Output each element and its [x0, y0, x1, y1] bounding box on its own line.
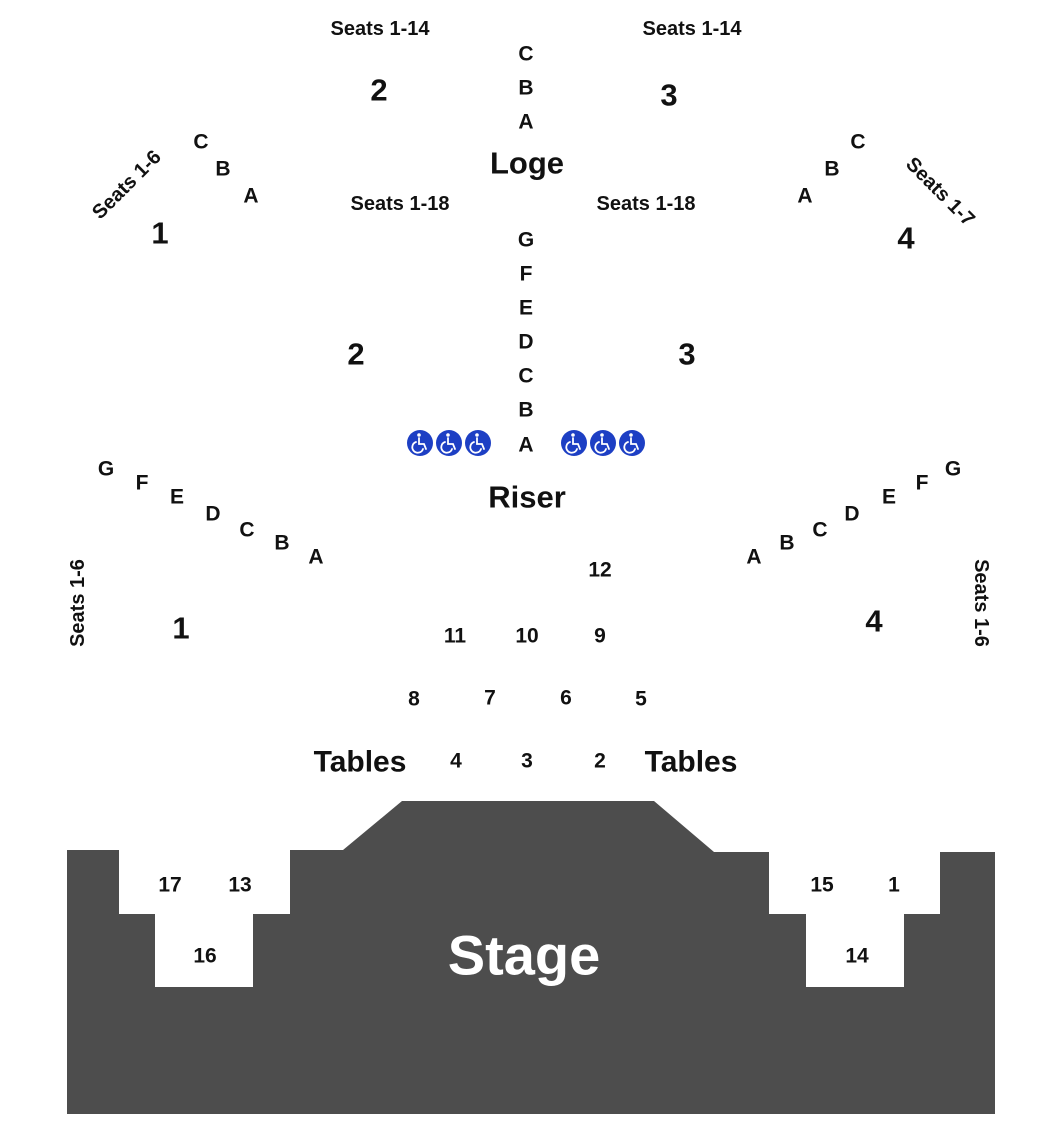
- wheelchair-icon: [465, 430, 491, 456]
- wheelchair-icon-wheel: [411, 441, 424, 454]
- row-label: D: [844, 503, 859, 526]
- wheelchair-icon-wheel: [623, 441, 636, 454]
- table-number[interactable]: 4: [450, 750, 462, 773]
- wheelchair-icon-head: [600, 433, 604, 437]
- table-number[interactable]: 6: [560, 687, 572, 710]
- row-label: A: [797, 185, 812, 208]
- table-number[interactable]: 9: [594, 625, 606, 648]
- wheelchair-icon-body: [601, 437, 610, 450]
- wheelchair-seating: [407, 430, 645, 456]
- seat-range-riser-4-side: Seats 1-6: [970, 559, 992, 647]
- wheelchair-icon-body: [630, 437, 639, 450]
- row-label: B: [824, 158, 839, 181]
- row-label: F: [520, 263, 533, 286]
- seat-range-loge-3-top: Seats 1-14: [643, 18, 743, 40]
- wheelchair-icon-head: [629, 433, 633, 437]
- table-number[interactable]: 3: [521, 750, 533, 773]
- stage-table-number[interactable]: 15: [810, 874, 834, 897]
- row-label: C: [193, 131, 208, 154]
- row-label: C: [850, 131, 865, 154]
- row-label: C: [239, 519, 254, 542]
- row-label: C: [518, 43, 533, 66]
- wheelchair-icon-head: [417, 433, 421, 437]
- table-number[interactable]: 8: [408, 688, 420, 711]
- riser-label: Riser: [488, 480, 566, 515]
- wheelchair-icon-wheel: [469, 441, 482, 454]
- row-label: A: [746, 546, 761, 569]
- row-label: B: [779, 532, 794, 555]
- section-loge-3[interactable]: 3: [660, 78, 677, 113]
- wheelchair-icon: [619, 430, 645, 456]
- section-riser-4[interactable]: 4: [865, 604, 883, 639]
- stage-area[interactable]: [67, 801, 995, 1114]
- wheelchair-icon-body: [418, 437, 427, 450]
- row-label: B: [274, 532, 289, 555]
- stage-table-number[interactable]: 13: [228, 874, 251, 897]
- stage-label: Stage: [448, 924, 601, 987]
- table-number[interactable]: 2: [594, 750, 606, 773]
- row-label: G: [945, 458, 961, 481]
- table-number[interactable]: 10: [515, 625, 538, 648]
- row-label: A: [243, 185, 258, 208]
- section-loge-4[interactable]: 4: [897, 221, 915, 256]
- wheelchair-icon: [590, 430, 616, 456]
- wheelchair-icon-head: [571, 433, 575, 437]
- section-riser-2[interactable]: 2: [347, 337, 364, 372]
- row-label: F: [136, 472, 149, 495]
- tables-label-left: Tables: [314, 746, 407, 779]
- table-number[interactable]: 11: [444, 625, 467, 648]
- seat-range-riser-1-side: Seats 1-6: [67, 559, 89, 647]
- wheelchair-icon-wheel: [565, 441, 578, 454]
- row-label: G: [98, 458, 114, 481]
- table-number[interactable]: 12: [588, 559, 611, 582]
- row-label: G: [518, 229, 534, 252]
- tables-label-right: Tables: [645, 746, 738, 779]
- seat-range-loge-1-side: Seats 1-6: [88, 146, 166, 224]
- row-label: E: [519, 297, 533, 320]
- stage-table-number[interactable]: 16: [193, 945, 216, 968]
- wheelchair-icon-body: [476, 437, 485, 450]
- wheelchair-icon-wheel: [440, 441, 453, 454]
- seat-range-loge-3-bottom: Seats 1-18: [597, 193, 696, 215]
- row-label: A: [518, 111, 533, 134]
- row-label: C: [812, 519, 827, 542]
- row-label: B: [518, 399, 533, 422]
- stage-table-number[interactable]: 1: [888, 874, 900, 897]
- row-label: A: [308, 546, 323, 569]
- row-label: E: [170, 486, 184, 509]
- seat-range-loge-2-bottom: Seats 1-18: [351, 193, 450, 215]
- row-label: E: [882, 486, 896, 509]
- row-label: B: [215, 158, 230, 181]
- seat-range-loge-2-top: Seats 1-14: [331, 18, 431, 40]
- wheelchair-icon-body: [572, 437, 581, 450]
- table-number[interactable]: 7: [484, 687, 496, 710]
- stage-table-number[interactable]: 17: [158, 874, 181, 897]
- row-label: A: [518, 434, 533, 457]
- section-riser-1[interactable]: 1: [172, 611, 189, 646]
- row-label: D: [205, 503, 220, 526]
- wheelchair-icon: [436, 430, 462, 456]
- section-loge-1[interactable]: 1: [151, 216, 168, 251]
- seat-range-loge-4-side: Seats 1-7: [901, 153, 979, 231]
- section-loge-2[interactable]: 2: [370, 73, 387, 108]
- section-riser-3[interactable]: 3: [678, 337, 695, 372]
- wheelchair-icon: [561, 430, 587, 456]
- row-label: C: [518, 365, 533, 388]
- wheelchair-icon: [407, 430, 433, 456]
- wheelchair-icon-wheel: [594, 441, 607, 454]
- row-label: D: [518, 331, 533, 354]
- row-label: F: [916, 472, 929, 495]
- wheelchair-icon-head: [446, 433, 450, 437]
- loge-label: Loge: [490, 146, 564, 181]
- table-number[interactable]: 5: [635, 688, 647, 711]
- wheelchair-icon-head: [475, 433, 479, 437]
- wheelchair-icon-body: [447, 437, 456, 450]
- stage-table-number[interactable]: 14: [845, 945, 869, 968]
- row-label: B: [518, 77, 533, 100]
